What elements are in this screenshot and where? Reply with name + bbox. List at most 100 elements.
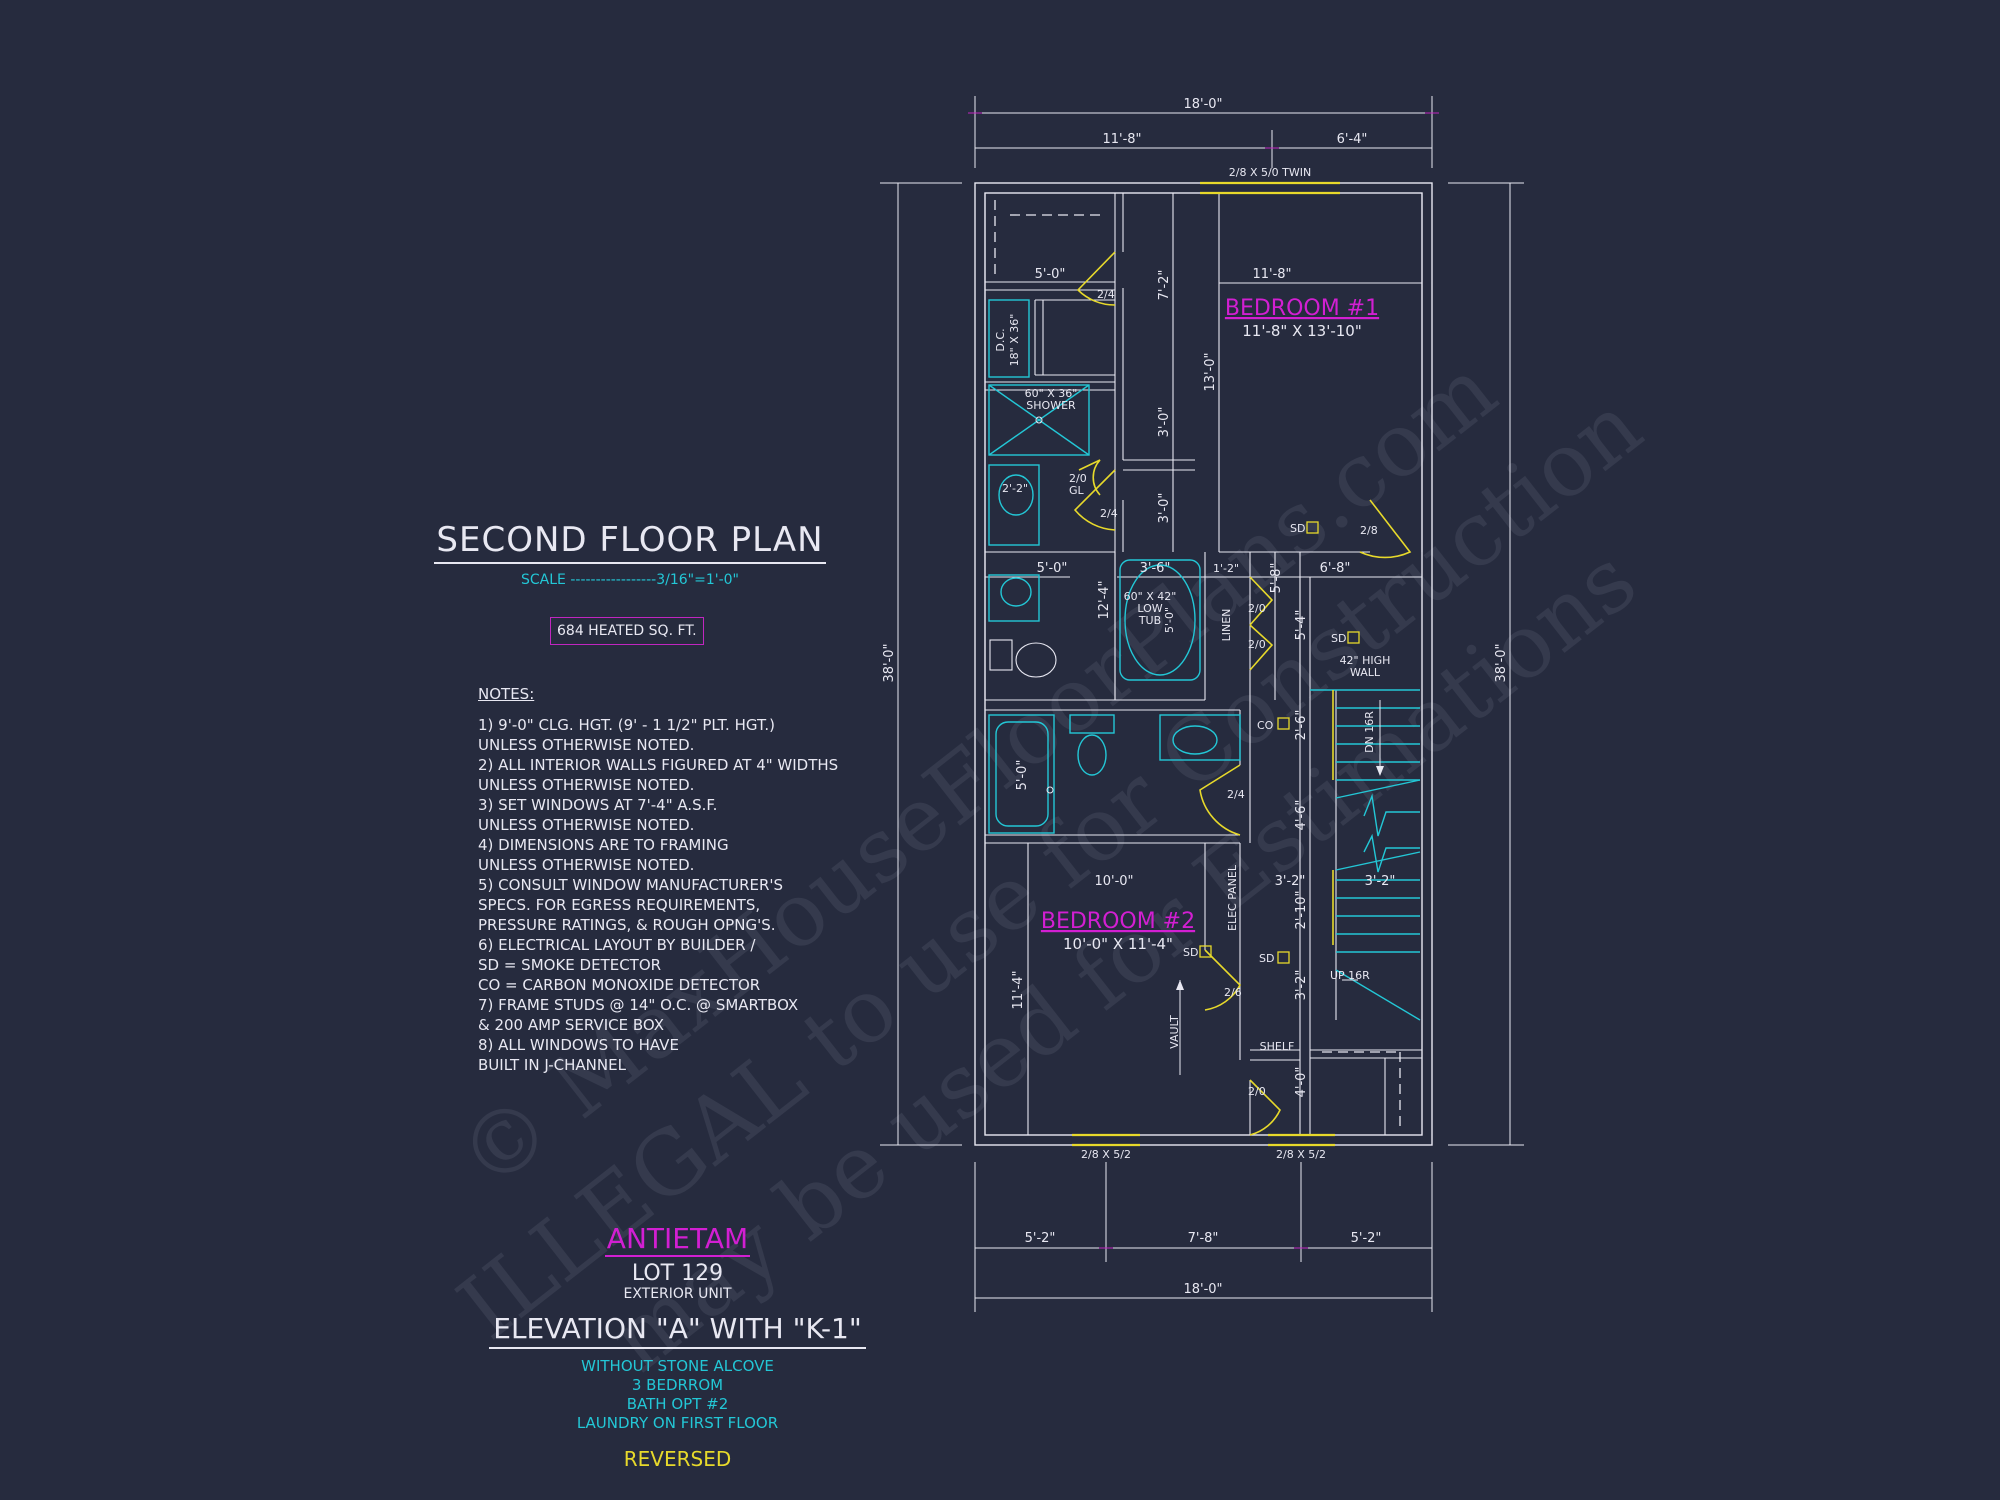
stair-label: UP 16R (1330, 969, 1370, 982)
door-label: 2/4 (1097, 288, 1115, 301)
wall-label: 42" HIGH (1340, 654, 1391, 667)
model-option: LAUNDRY ON FIRST FLOOR (576, 1414, 779, 1432)
dim-label: 2'-2" (1002, 482, 1028, 495)
notes: NOTES: 1) 9'-0" CLG. HGT. (9' - 1 1/2" P… (478, 685, 838, 1075)
dim-label: 5'-0" (1037, 561, 1068, 576)
dim-top-right: 6'-4" (1337, 132, 1368, 147)
note-line: 8) ALL WINDOWS TO HAVE (478, 1036, 679, 1054)
dim-label: 3'-0" (1157, 407, 1172, 438)
co-detector-label: CO (1257, 719, 1274, 732)
notes-header: NOTES: (478, 685, 535, 703)
model-name: ANTIETAM (604, 1222, 751, 1257)
vault-label: VAULT (1168, 1015, 1181, 1049)
dim-label: 5'-8" (1269, 563, 1284, 594)
wall-label: WALL (1350, 666, 1381, 679)
linen-label: LINEN (1220, 609, 1233, 642)
model-options: WITHOUT STONE ALCOVE 3 BEDRROM BATH OPT … (460, 1357, 895, 1433)
door-label: 2/0 (1248, 638, 1266, 651)
reversed-label: REVERSED (623, 1447, 732, 1471)
dim-label: 6'-8" (1320, 561, 1351, 576)
note-line: 2) ALL INTERIOR WALLS FIGURED AT 4" WIDT… (478, 756, 839, 774)
note-line: UNLESS OTHERWISE NOTED. (478, 816, 695, 834)
closet-rods (994, 200, 1401, 1130)
dim-top-total: 18'-0" (1183, 97, 1222, 112)
bedroom1-size: 11'-8" X 13'-10" (1242, 322, 1362, 340)
note-line: 1) 9'-0" CLG. HGT. (9' - 1 1/2" PLT. HGT… (478, 716, 775, 734)
dim-label: 3'-2" (1275, 874, 1306, 889)
note-line: UNLESS OTHERWISE NOTED. (478, 856, 695, 874)
door-label: 2/0 (1248, 602, 1266, 615)
dim-label: 4'-6" (1294, 800, 1309, 831)
model-option: 3 BEDRROM (631, 1376, 724, 1394)
lot-number: LOT 129 (631, 1261, 724, 1286)
smoke-detector-label: SD (1331, 632, 1346, 645)
note-line: CO = CARBON MONOXIDE DETECTOR (478, 976, 761, 994)
note-line: 3) SET WINDOWS AT 7'-4" A.S.F. (478, 796, 718, 814)
bedroom1-name: BEDROOM #1 (1225, 296, 1379, 321)
shower-label: SHOWER (1026, 399, 1076, 412)
note-line: SPECS. FOR EGRESS REQUIREMENTS, (478, 896, 761, 914)
heated-sqft-box: 684 HEATED SQ. FT. (550, 617, 704, 645)
smoke-detector-label: SD (1290, 522, 1305, 535)
model-option: WITHOUT STONE ALCOVE (581, 1357, 774, 1375)
door-label: 2/0 (1069, 472, 1087, 485)
door-label: 2/4 (1227, 788, 1245, 801)
stairs (1310, 689, 1421, 1021)
dim-bottom-left: 5'-2" (1025, 1231, 1056, 1246)
stair-label: DN 16R (1363, 711, 1376, 753)
dim-label: 7'-2" (1157, 270, 1172, 301)
note-line: 5) CONSULT WINDOW MANUFACTURER'S (478, 876, 784, 894)
fixtures (988, 299, 1241, 834)
elevation-label: ELEVATION "A" WITH "K-1" (489, 1312, 866, 1349)
dim-label: 3'-0" (1157, 493, 1172, 524)
dim-label: 5'-4" (1294, 610, 1309, 641)
dim-label: 11'-8" (1252, 267, 1291, 282)
dimension-lines (880, 96, 1524, 1312)
dim-left-total: 38'-0" (882, 643, 897, 682)
dim-label: 5'-0" (1015, 760, 1030, 791)
note-line: UNLESS OTHERWISE NOTED. (478, 736, 695, 754)
dim-label: 1'-2" (1213, 562, 1239, 575)
unit-type: EXTERIOR UNIT (623, 1286, 732, 1302)
smoke-detector-label: SD (1183, 946, 1198, 959)
tub-label: TUB (1138, 614, 1161, 627)
plan-title: SECOND FLOOR PLAN (434, 520, 826, 564)
elec-panel-label: ELEC PANEL (1226, 864, 1239, 931)
note-line: 4) DIMENSIONS ARE TO FRAMING (478, 836, 729, 854)
tub-label: 60" X 42" (1124, 590, 1177, 603)
note-line: 6) ELECTRICAL LAYOUT BY BUILDER / (478, 936, 756, 954)
plan-labels: 18'-0" 11'-8" 6'-4" 2/8 X 5/0 TWIN 38'-0… (882, 97, 1509, 1297)
note-line: 7) FRAME STUDS @ 14" O.C. @ SMARTBOX (478, 996, 799, 1014)
note-line: SD = SMOKE DETECTOR (478, 956, 662, 974)
windows (1072, 181, 1340, 1147)
bedroom2-size: 10'-0" X 11'-4" (1063, 935, 1173, 953)
dim-bottom-right: 5'-2" (1351, 1231, 1382, 1246)
shelf-label: SHELF (1260, 1040, 1295, 1053)
closet-label: D.C. (994, 328, 1007, 351)
note-line: BUILT IN J-CHANNEL (478, 1056, 626, 1074)
dim-bottom-total: 18'-0" (1183, 1282, 1222, 1297)
door-label: 2/4 (1100, 507, 1118, 520)
door-label: 2/8 (1360, 524, 1378, 537)
window-bottom-left-label: 2/8 X 5/2 (1081, 1148, 1131, 1161)
dim-label: 3'-2" (1365, 874, 1396, 889)
dim-right-total: 38'-0" (1494, 643, 1509, 682)
dim-label: 11'-4" (1011, 970, 1026, 1009)
window-top-label: 2/8 X 5/0 TWIN (1229, 166, 1312, 179)
dim-label: 2'-6" (1294, 710, 1309, 741)
closet-label: 18" X 36" (1008, 314, 1021, 367)
note-line: PRESSURE RATINGS, & ROUGH OPNG'S. (478, 916, 776, 934)
detectors (1199, 521, 1360, 964)
tub-label: LOW (1137, 602, 1162, 615)
dim-label: 13'-0" (1203, 352, 1218, 391)
door-label: 2/6 (1224, 986, 1242, 999)
doors (1073, 251, 1412, 1136)
plan-title-block: SECOND FLOOR PLAN SCALE ----------------… (420, 520, 840, 588)
dim-label: 3'-6" (1140, 561, 1171, 576)
model-block: ANTIETAM LOT 129 EXTERIOR UNIT ELEVATION… (460, 1222, 895, 1471)
bedroom2-name: BEDROOM #2 (1041, 909, 1195, 934)
dim-label: 5'-0" (1163, 607, 1176, 633)
dim-label: 4'-0" (1294, 1067, 1309, 1098)
door-label: 2/0 (1248, 1085, 1266, 1098)
